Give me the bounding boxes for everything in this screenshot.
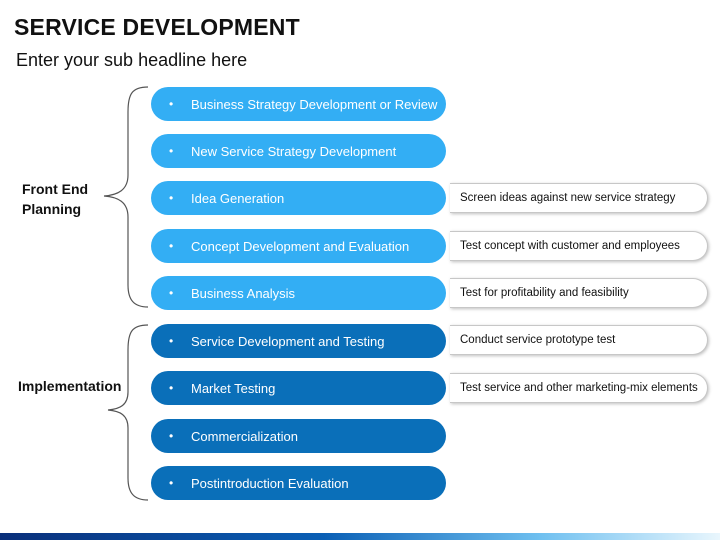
step-label: Postintroduction Evaluation <box>191 475 349 491</box>
step-label: Market Testing <box>191 380 276 396</box>
bullet-icon: • <box>169 381 174 395</box>
step-label: Service Development and Testing <box>191 333 385 349</box>
step-business-strategy-development: • Business Strategy Development or Revie… <box>151 87 446 121</box>
step-service-development-testing: • Service Development and Testing <box>151 324 446 358</box>
bullet-icon: • <box>169 191 174 205</box>
step-label: Concept Development and Evaluation <box>191 238 410 254</box>
note-conduct-prototype: Conduct service prototype test <box>450 325 708 355</box>
step-business-analysis: • Business Analysis <box>151 276 446 310</box>
page-subtitle: Enter your sub headline here <box>16 50 248 70</box>
bullet-icon: • <box>169 239 174 253</box>
step-concept-development: • Concept Development and Evaluation <box>151 229 446 263</box>
step-commercialization: • Commercialization <box>151 419 446 453</box>
step-label: Commercialization <box>191 428 298 444</box>
note-screen-ideas: Screen ideas against new service strateg… <box>450 183 708 213</box>
bracket-front-end-planning <box>103 86 149 308</box>
note-test-marketing-mix: Test service and other marketing-mix ele… <box>450 373 708 403</box>
bullet-icon: • <box>169 334 174 348</box>
bullet-icon: • <box>169 286 174 300</box>
step-label: Business Analysis <box>191 285 296 301</box>
group-label-front-end-planning: Front End Planning <box>22 181 89 217</box>
step-postintroduction-evaluation: • Postintroduction Evaluation <box>151 466 446 500</box>
bracket-implementation <box>107 324 149 501</box>
step-label: New Service Strategy Development <box>191 143 397 159</box>
step-idea-generation: • Idea Generation <box>151 181 446 215</box>
bullet-icon: • <box>169 476 174 490</box>
step-new-service-strategy: • New Service Strategy Development <box>151 134 446 168</box>
step-market-testing: • Market Testing <box>151 371 446 405</box>
note-test-concept: Test concept with customer and employees <box>450 231 708 261</box>
bullet-icon: • <box>169 97 174 111</box>
page-title: SERVICE DEVELOPMENT <box>14 14 300 40</box>
bullet-icon: • <box>169 429 174 443</box>
group-label-implementation: Implementation <box>18 378 122 394</box>
step-label: Idea Generation <box>191 190 285 206</box>
footer-gradient-bar <box>0 533 720 540</box>
note-test-profitability: Test for profitability and feasibility <box>450 278 708 308</box>
step-label: Business Strategy Development or Review <box>191 96 438 112</box>
bullet-icon: • <box>169 144 174 158</box>
